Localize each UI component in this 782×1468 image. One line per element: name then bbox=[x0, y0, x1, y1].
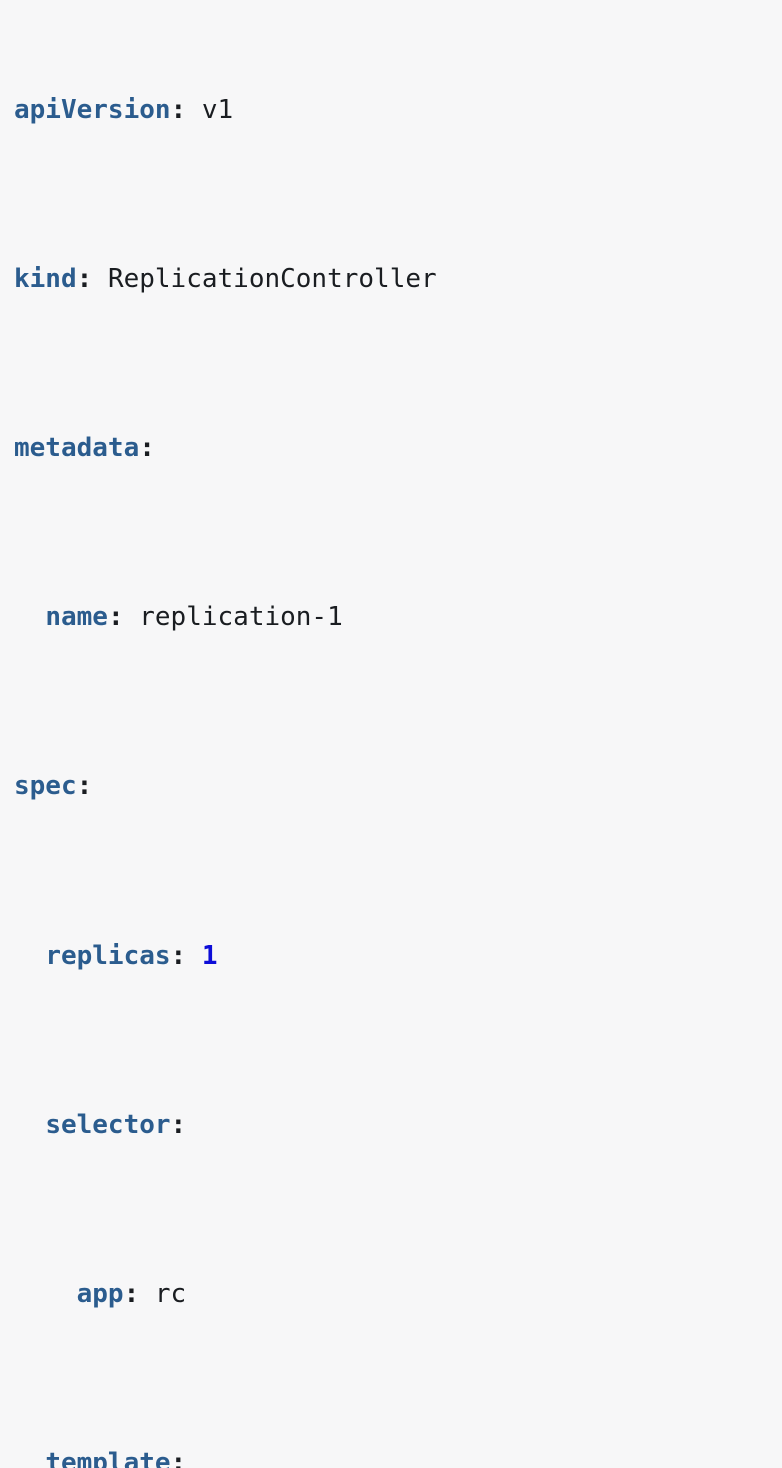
yaml-line: apiVersion: v1 bbox=[14, 89, 768, 131]
indent-whitespace bbox=[14, 941, 45, 971]
yaml-key: spec bbox=[14, 771, 77, 802]
yaml-line: app: rc bbox=[14, 1273, 768, 1315]
yaml-line: selector: bbox=[14, 1104, 768, 1146]
yaml-number-value: 1 bbox=[201, 940, 218, 971]
yaml-key: apiVersion bbox=[14, 94, 171, 125]
yaml-key: name bbox=[45, 602, 108, 633]
yaml-line: spec: bbox=[14, 765, 768, 807]
colon-token: : bbox=[170, 1109, 187, 1140]
colon-token: : bbox=[170, 940, 202, 971]
yaml-key: kind bbox=[14, 263, 77, 294]
yaml-key: replicas bbox=[45, 940, 171, 971]
yaml-key: selector bbox=[45, 1109, 171, 1140]
indent-whitespace bbox=[14, 1448, 45, 1468]
colon-token: : bbox=[76, 771, 93, 802]
yaml-string-value: replication-1 bbox=[139, 602, 343, 633]
colon-token: : bbox=[170, 1448, 187, 1468]
indent-whitespace bbox=[14, 602, 45, 632]
yaml-string-value: ReplicationController bbox=[107, 263, 437, 294]
yaml-string-value: v1 bbox=[201, 94, 234, 125]
colon-token: : bbox=[139, 432, 155, 463]
colon-token: : bbox=[76, 263, 108, 294]
colon-token: : bbox=[123, 1278, 155, 1309]
yaml-line: kind: ReplicationController bbox=[14, 258, 768, 300]
yaml-key: metadata bbox=[14, 432, 140, 463]
yaml-key: template bbox=[45, 1448, 171, 1468]
yaml-string-value: rc bbox=[154, 1278, 187, 1309]
yaml-key: app bbox=[76, 1278, 124, 1309]
yaml-line: replicas: 1 bbox=[14, 935, 768, 977]
colon-token: : bbox=[170, 94, 202, 125]
yaml-line: name: replication-1 bbox=[14, 596, 768, 638]
yaml-line: metadata: bbox=[14, 427, 768, 469]
colon-token: : bbox=[107, 602, 140, 633]
indent-whitespace bbox=[14, 1279, 77, 1309]
yaml-line: template: bbox=[14, 1442, 768, 1468]
indent-whitespace bbox=[14, 1110, 45, 1140]
